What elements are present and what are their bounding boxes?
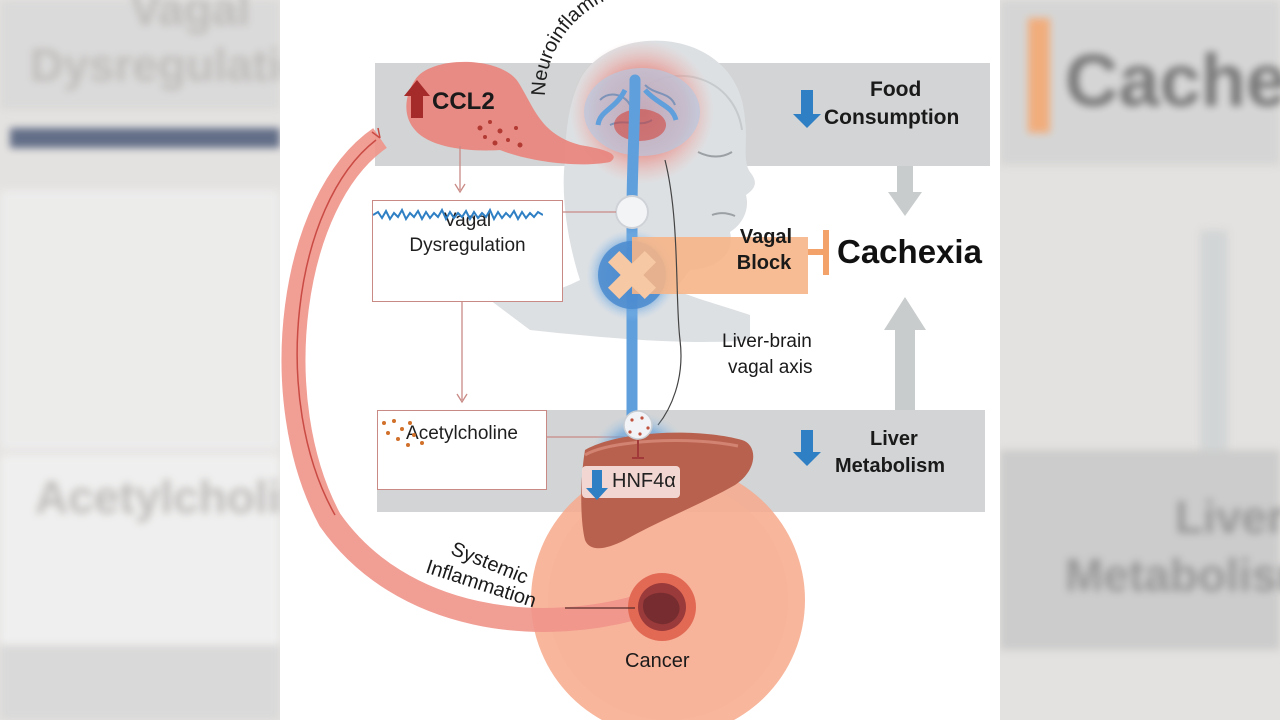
- dysregulation-label: Dysregulation: [409, 235, 526, 256]
- right-blurred-panel: Cachexia Liver Metabolism: [1000, 0, 1280, 720]
- left-echo-acetylcholine: Acetylcholine: [35, 471, 280, 523]
- food-label: Food: [870, 78, 922, 101]
- vagal-arrowhead: [456, 393, 468, 404]
- right-echo-cachexia: Cachexia: [1065, 39, 1280, 122]
- hnf4a-box: [582, 466, 680, 498]
- axis-line2: vagal axis: [728, 357, 813, 378]
- right-echo-metabolism: Metabolism: [1065, 549, 1280, 601]
- up-arrow-icon: [404, 80, 430, 118]
- ccl2-label: CCL2: [432, 88, 495, 115]
- ccl2-blob: [406, 61, 614, 165]
- metabolism-label: Metabolism: [835, 455, 946, 477]
- acetylcholine-dots: [382, 419, 424, 447]
- arc-edge: [296, 139, 377, 516]
- axis-line1: Liver-brain: [722, 331, 812, 352]
- lips: [711, 212, 736, 217]
- liver-highlight: [584, 439, 739, 457]
- vagal-signal-trace: [373, 207, 543, 222]
- receptor-dots: [628, 416, 650, 436]
- cachexia-label: Cachexia: [837, 233, 982, 270]
- inhibition-bar: [808, 230, 829, 275]
- liver-down-arrow-icon: [793, 430, 821, 466]
- closed-eye: [697, 151, 733, 158]
- systemic-inflammation-arc: [281, 128, 659, 632]
- left-white-area: [0, 190, 280, 450]
- left-blue-line: [10, 128, 280, 148]
- left-blur-layer: Vagal Dysregulation Acetylcholine: [0, 0, 280, 720]
- down-gray-shaft: [897, 166, 913, 194]
- cachexia-figure: Neuroinflammation CCL2 Food Consumption …: [280, 0, 1000, 720]
- left-gray-band: [0, 0, 280, 110]
- consumption-label: Consumption: [824, 106, 960, 129]
- right-liver-band: [1000, 450, 1280, 650]
- cancer-label: Cancer: [625, 650, 690, 672]
- brainstem-node: [615, 195, 649, 229]
- left-echo-vagal: Vagal: [130, 0, 251, 35]
- hnf4a-label: HNF4α: [612, 470, 676, 492]
- ccl2-arrowhead: [454, 183, 466, 194]
- brain-inflammation: [614, 109, 666, 141]
- ccl2-dots: [477, 120, 523, 148]
- food-down-arrow-icon: [793, 90, 821, 128]
- up-gray-shaft: [895, 328, 915, 410]
- acetylcholine-label: Acetylcholine: [406, 423, 518, 444]
- right-orange-bar: [1028, 18, 1050, 133]
- vagal-block-box: [632, 237, 808, 294]
- figure-graphics: Neuroinflammation: [281, 0, 990, 720]
- left-echo-dysregulation: Dysregulation: [30, 39, 280, 91]
- receptor-node: [623, 410, 653, 440]
- right-echo-liver: Liver: [1175, 491, 1280, 543]
- down-gray-arrow: [888, 166, 922, 216]
- nerve-branches: [595, 88, 679, 126]
- left-box-echo: [0, 455, 280, 645]
- hnf4a-inhibition: [632, 440, 644, 459]
- block-x-icon: [607, 250, 657, 300]
- left-bottom-band: [0, 645, 280, 720]
- acetylcholine-box: Acetylcholine: [377, 410, 547, 490]
- hnf4a-down-arrow-icon: [586, 470, 608, 500]
- tumor-core: [642, 592, 680, 625]
- arc-arrowhead: [371, 127, 381, 139]
- left-blurred-panel: Vagal Dysregulation Acetylcholine: [0, 0, 280, 720]
- right-arrow-shaft: [1200, 230, 1228, 450]
- vagal-block-line2: Block: [736, 252, 792, 274]
- liver-label: Liver: [870, 428, 918, 450]
- axis-pointer: [657, 159, 682, 426]
- vagal-block-line1: Vagal: [739, 226, 793, 248]
- right-blur-layer: Cachexia Liver Metabolism: [1000, 0, 1280, 720]
- vagal-dysregulation-box: Vagal Dysregulation: [372, 200, 563, 302]
- up-gray-arrowhead: [884, 297, 926, 330]
